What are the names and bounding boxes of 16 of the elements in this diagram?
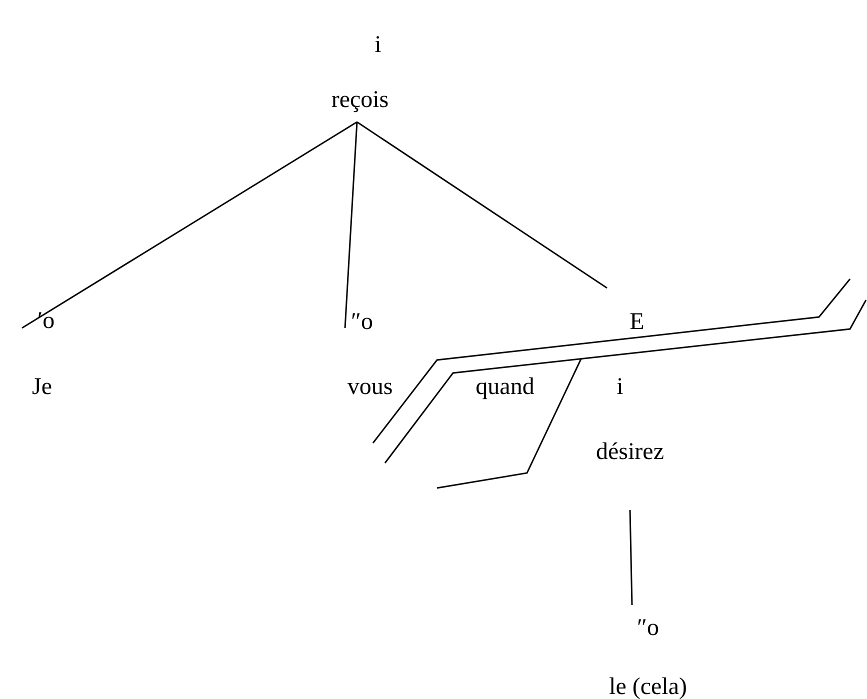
word-label: Je: [32, 374, 52, 400]
dependency-line: [629, 510, 633, 606]
word-label: vous: [347, 374, 393, 400]
word-label: le (cela): [609, 674, 687, 699]
node-symbol: ″o: [637, 615, 659, 641]
node-symbol: ″o: [351, 309, 373, 335]
dependency-line: [344, 122, 358, 328]
node-symbol: ′o: [37, 308, 55, 334]
dependency-line: [22, 121, 358, 329]
word-label: désirez: [596, 439, 664, 465]
dependency-line: [356, 121, 608, 289]
node-symbol: i: [616, 374, 624, 400]
word-label: E: [630, 309, 644, 335]
node-symbol: i: [374, 32, 382, 58]
word-label: quand: [476, 374, 534, 400]
word-label: reçois: [331, 87, 389, 113]
